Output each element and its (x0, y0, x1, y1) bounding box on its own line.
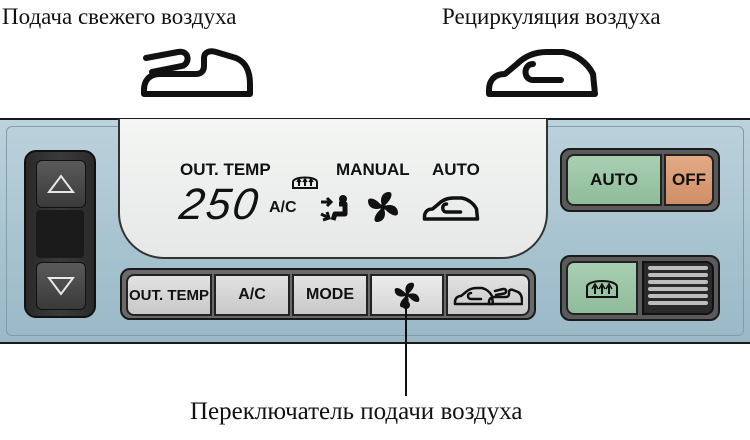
temperature-rocker (24, 150, 96, 318)
function-button-row: OUT. TEMP A/C MODE (120, 268, 536, 320)
auto-off-group: AUTO OFF (560, 148, 720, 212)
lcd-ac-label: A/C (269, 199, 297, 216)
out-temp-button[interactable]: OUT. TEMP (126, 274, 212, 316)
recirculation-caption: Рециркуляция воздуха (442, 4, 661, 29)
defrost-icon (586, 280, 618, 298)
pointer-dot (402, 301, 410, 309)
lcd-temperature: 250 (176, 180, 263, 229)
defrost-button[interactable] (566, 261, 638, 315)
fresh-air-icon (141, 48, 253, 97)
temperature-up-button[interactable] (36, 160, 86, 208)
recirculation-icon (486, 49, 598, 97)
air-vent (642, 261, 714, 315)
rear-defrost-group (560, 255, 720, 321)
lcd-airflow-mode-icon (320, 195, 348, 222)
ac-button[interactable]: A/C (214, 274, 290, 316)
air-intake-button[interactable] (446, 274, 530, 316)
off-button[interactable]: OFF (664, 154, 714, 206)
pointer-line (405, 304, 407, 396)
mode-button[interactable]: MODE (292, 274, 368, 316)
lcd-fan-icon (368, 192, 398, 222)
auto-button[interactable]: AUTO (566, 154, 662, 206)
fresh-air-caption: Подача свежего воздуха (2, 4, 237, 29)
temperature-down-button[interactable] (36, 262, 86, 310)
air-intake-icon (453, 286, 523, 306)
lcd-auto-label: AUTO (432, 160, 480, 179)
fan-button[interactable] (370, 274, 444, 316)
lcd-out-temp-label: OUT. TEMP (180, 160, 271, 179)
lcd-display (118, 119, 548, 259)
lcd-defrost-icon (292, 176, 318, 189)
air-intake-switch-caption: Переключатель подачи воздуха (190, 398, 523, 425)
triangle-down-icon (47, 277, 75, 296)
rocker-center (36, 210, 84, 258)
triangle-up-icon (47, 174, 75, 193)
lcd-manual-label: MANUAL (336, 160, 410, 179)
lcd-recirculation-icon (422, 196, 480, 221)
